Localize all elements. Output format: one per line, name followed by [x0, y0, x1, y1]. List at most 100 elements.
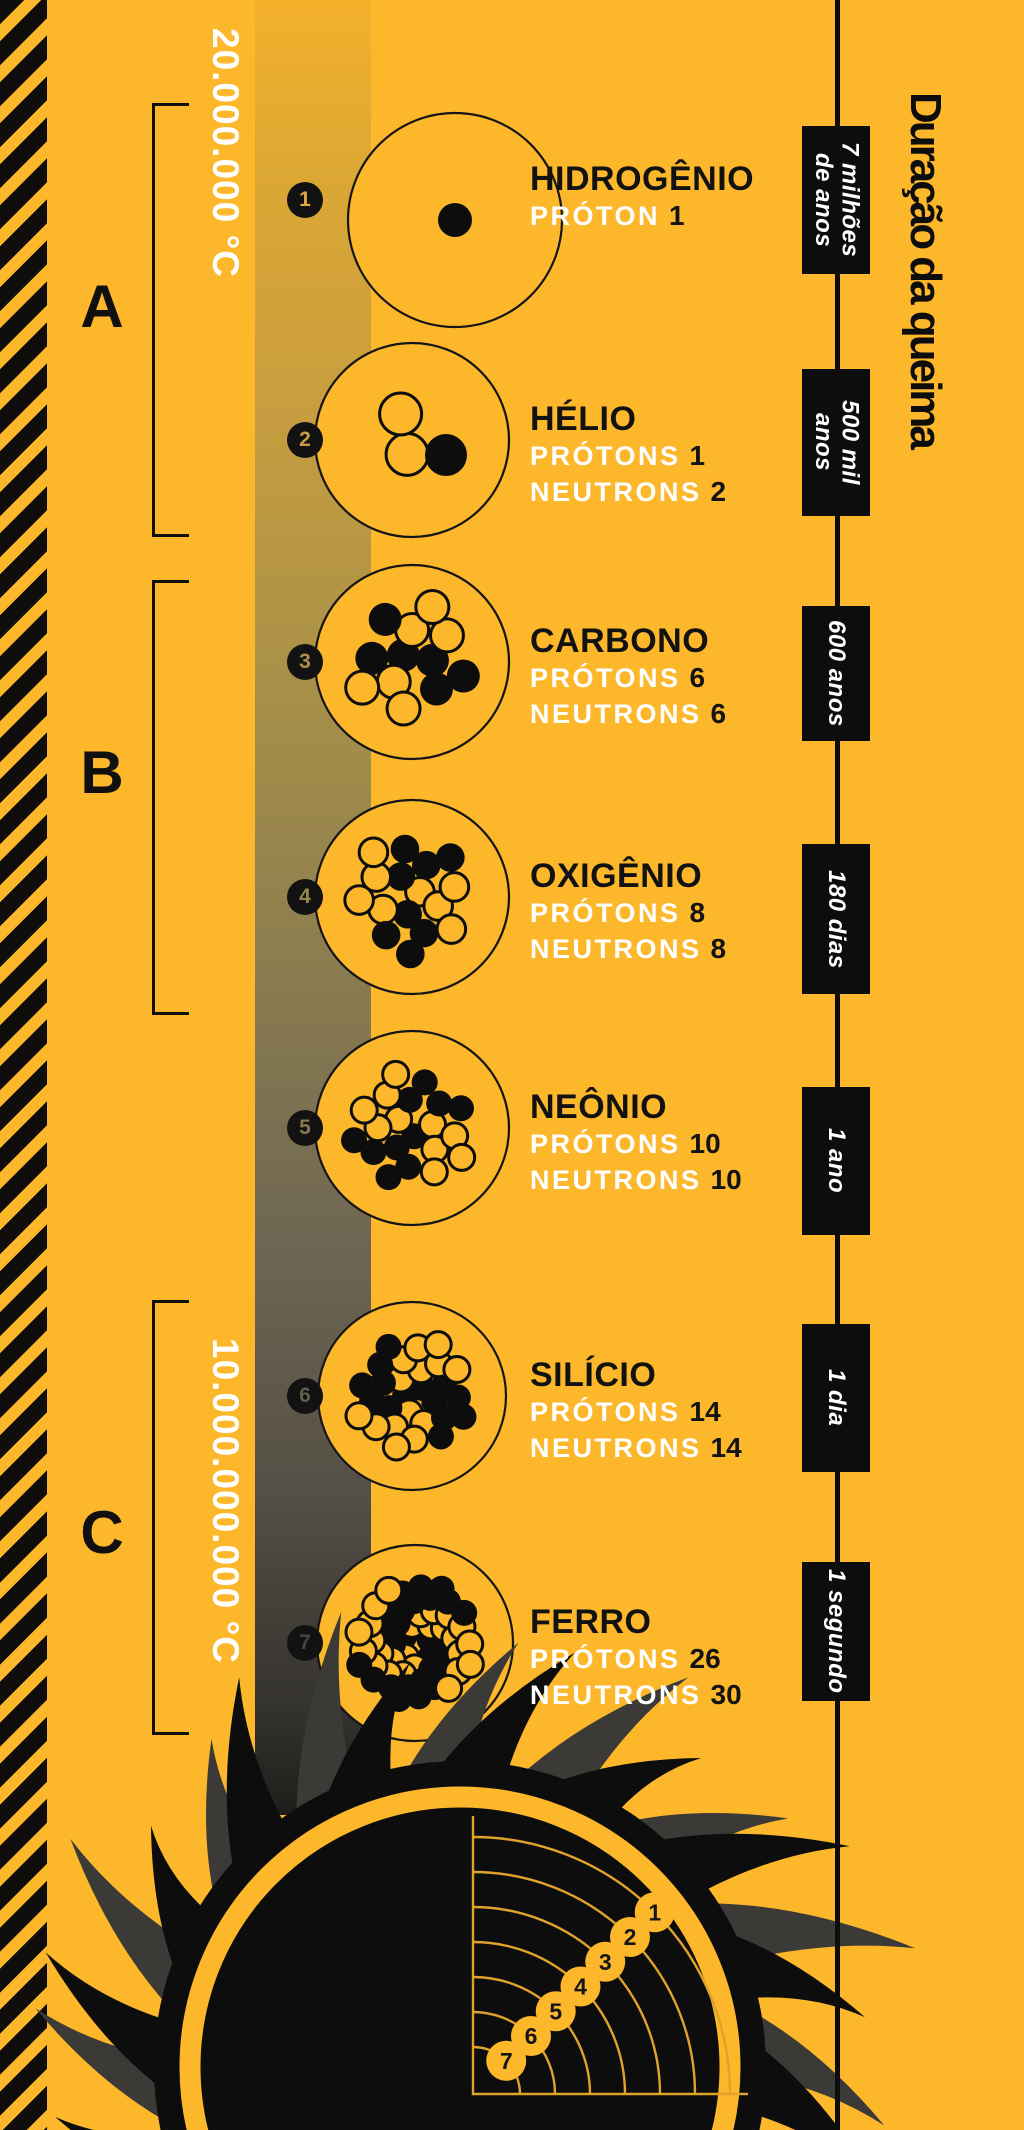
element-name: FERRO — [530, 1603, 652, 1641]
nucleus-particle — [389, 1345, 419, 1375]
nucleus-particle — [450, 1403, 477, 1430]
nucleus-particle — [375, 1164, 402, 1191]
duration-box-6: 1 dia — [802, 1324, 870, 1472]
nucleus-particle — [411, 1069, 438, 1096]
nucleus-particle — [401, 1123, 428, 1150]
nucleus-particle — [429, 1613, 459, 1643]
step-number: 1 — [299, 188, 311, 211]
nucleus-particle — [389, 1597, 416, 1624]
nucleus-particle — [406, 1355, 436, 1385]
nucleus-particle — [405, 1683, 432, 1710]
nucleus-particle — [431, 1404, 458, 1431]
sun-ring — [179, 1786, 741, 2130]
nucleus-particle — [396, 939, 425, 969]
nucleus-particle — [434, 1673, 464, 1703]
svg-text:5: 5 — [549, 1998, 562, 2024]
nucleus-particle — [434, 1588, 461, 1615]
svg-text:7: 7 — [500, 2048, 513, 2074]
nucleus-particle — [402, 1623, 432, 1653]
nucleus-particle — [394, 1398, 424, 1428]
step-marker-4: 4 — [287, 879, 323, 915]
step-number: 3 — [299, 650, 311, 673]
nucleus-particle — [372, 1080, 402, 1110]
nucleus-particle — [395, 1153, 422, 1180]
nucleus-particle — [376, 1395, 403, 1422]
sun-sequence-badge: 1 — [634, 1892, 675, 1933]
step-marker-3: 3 — [287, 644, 323, 680]
nucleus-particle — [416, 1626, 443, 1653]
nucleus-particle — [434, 1645, 461, 1672]
nucleus-particle — [429, 1632, 456, 1659]
nucleus-particle — [383, 1134, 410, 1161]
nucleus-particle — [409, 1374, 436, 1401]
bracket-group-c — [152, 1300, 189, 1735]
nucleus-particle — [392, 1382, 419, 1409]
step-marker-5: 5 — [287, 1110, 323, 1146]
nucleus-particle — [386, 862, 416, 891]
nucleus-particle — [386, 638, 420, 672]
nucleus-particle — [435, 913, 468, 945]
sun-sequence-badge: 2 — [609, 1917, 650, 1958]
nucleus-particle — [385, 690, 422, 727]
element-name: NEÔNIO — [530, 1088, 668, 1126]
nucleus-particle — [378, 1674, 405, 1701]
nucleus-particle — [397, 1609, 427, 1639]
nucleus-particle — [406, 1599, 436, 1629]
nucleus-particle — [403, 1637, 433, 1667]
step-number: 5 — [299, 1116, 311, 1139]
nucleus-particle — [423, 1330, 453, 1360]
nucleus-particle — [396, 1086, 423, 1113]
nucleus-particle — [417, 1584, 444, 1611]
nucleus-particle — [378, 391, 424, 437]
nucleus-particle — [418, 1110, 448, 1140]
nucleus-particle — [428, 1575, 455, 1602]
group-label-a: A — [80, 273, 124, 340]
nucleus-particle — [384, 431, 430, 477]
nucleus-particle — [376, 1592, 403, 1619]
timeline-title: Duração da queima — [901, 92, 950, 447]
nucleus-particle — [416, 1611, 446, 1641]
step-number: 4 — [299, 885, 311, 908]
nucleus-particle — [377, 1645, 407, 1675]
nucleus-particle — [379, 1631, 406, 1658]
nucleus-particle — [393, 899, 422, 929]
nucleus-particle — [455, 1649, 485, 1679]
nucleus-particle — [414, 589, 451, 626]
nucleus-particle — [390, 1624, 417, 1651]
nucleus-particle — [384, 1610, 411, 1637]
nucleus-particle — [375, 1333, 402, 1360]
group-label-b: B — [80, 739, 124, 806]
nucleus-particle — [388, 1660, 418, 1690]
nucleus-particle — [431, 1660, 458, 1687]
element-name: OXIGÊNIO — [530, 857, 703, 895]
timeline-axis — [835, 0, 840, 2130]
step-marker-7: 7 — [287, 1625, 323, 1661]
nucleus-particle — [444, 1384, 471, 1411]
nucleus-particle — [399, 1424, 429, 1454]
step-marker-6: 6 — [287, 1378, 323, 1414]
nucleus-particle — [443, 1656, 473, 1686]
nucleus-particle — [373, 1659, 403, 1689]
nucleus-particle — [428, 617, 465, 654]
nucleus-particle — [438, 871, 471, 903]
nucleus-particle — [451, 1599, 478, 1626]
duration-box-2: 500 mil anos — [802, 369, 870, 516]
bracket-group-a — [152, 103, 189, 537]
nucleus-particle — [367, 893, 399, 926]
nucleus-particle — [409, 918, 439, 948]
nucleus-particle — [424, 434, 467, 477]
nucleus-particle — [447, 1095, 474, 1122]
group-label-c: C — [80, 1499, 124, 1566]
step-number: 7 — [299, 1631, 311, 1654]
